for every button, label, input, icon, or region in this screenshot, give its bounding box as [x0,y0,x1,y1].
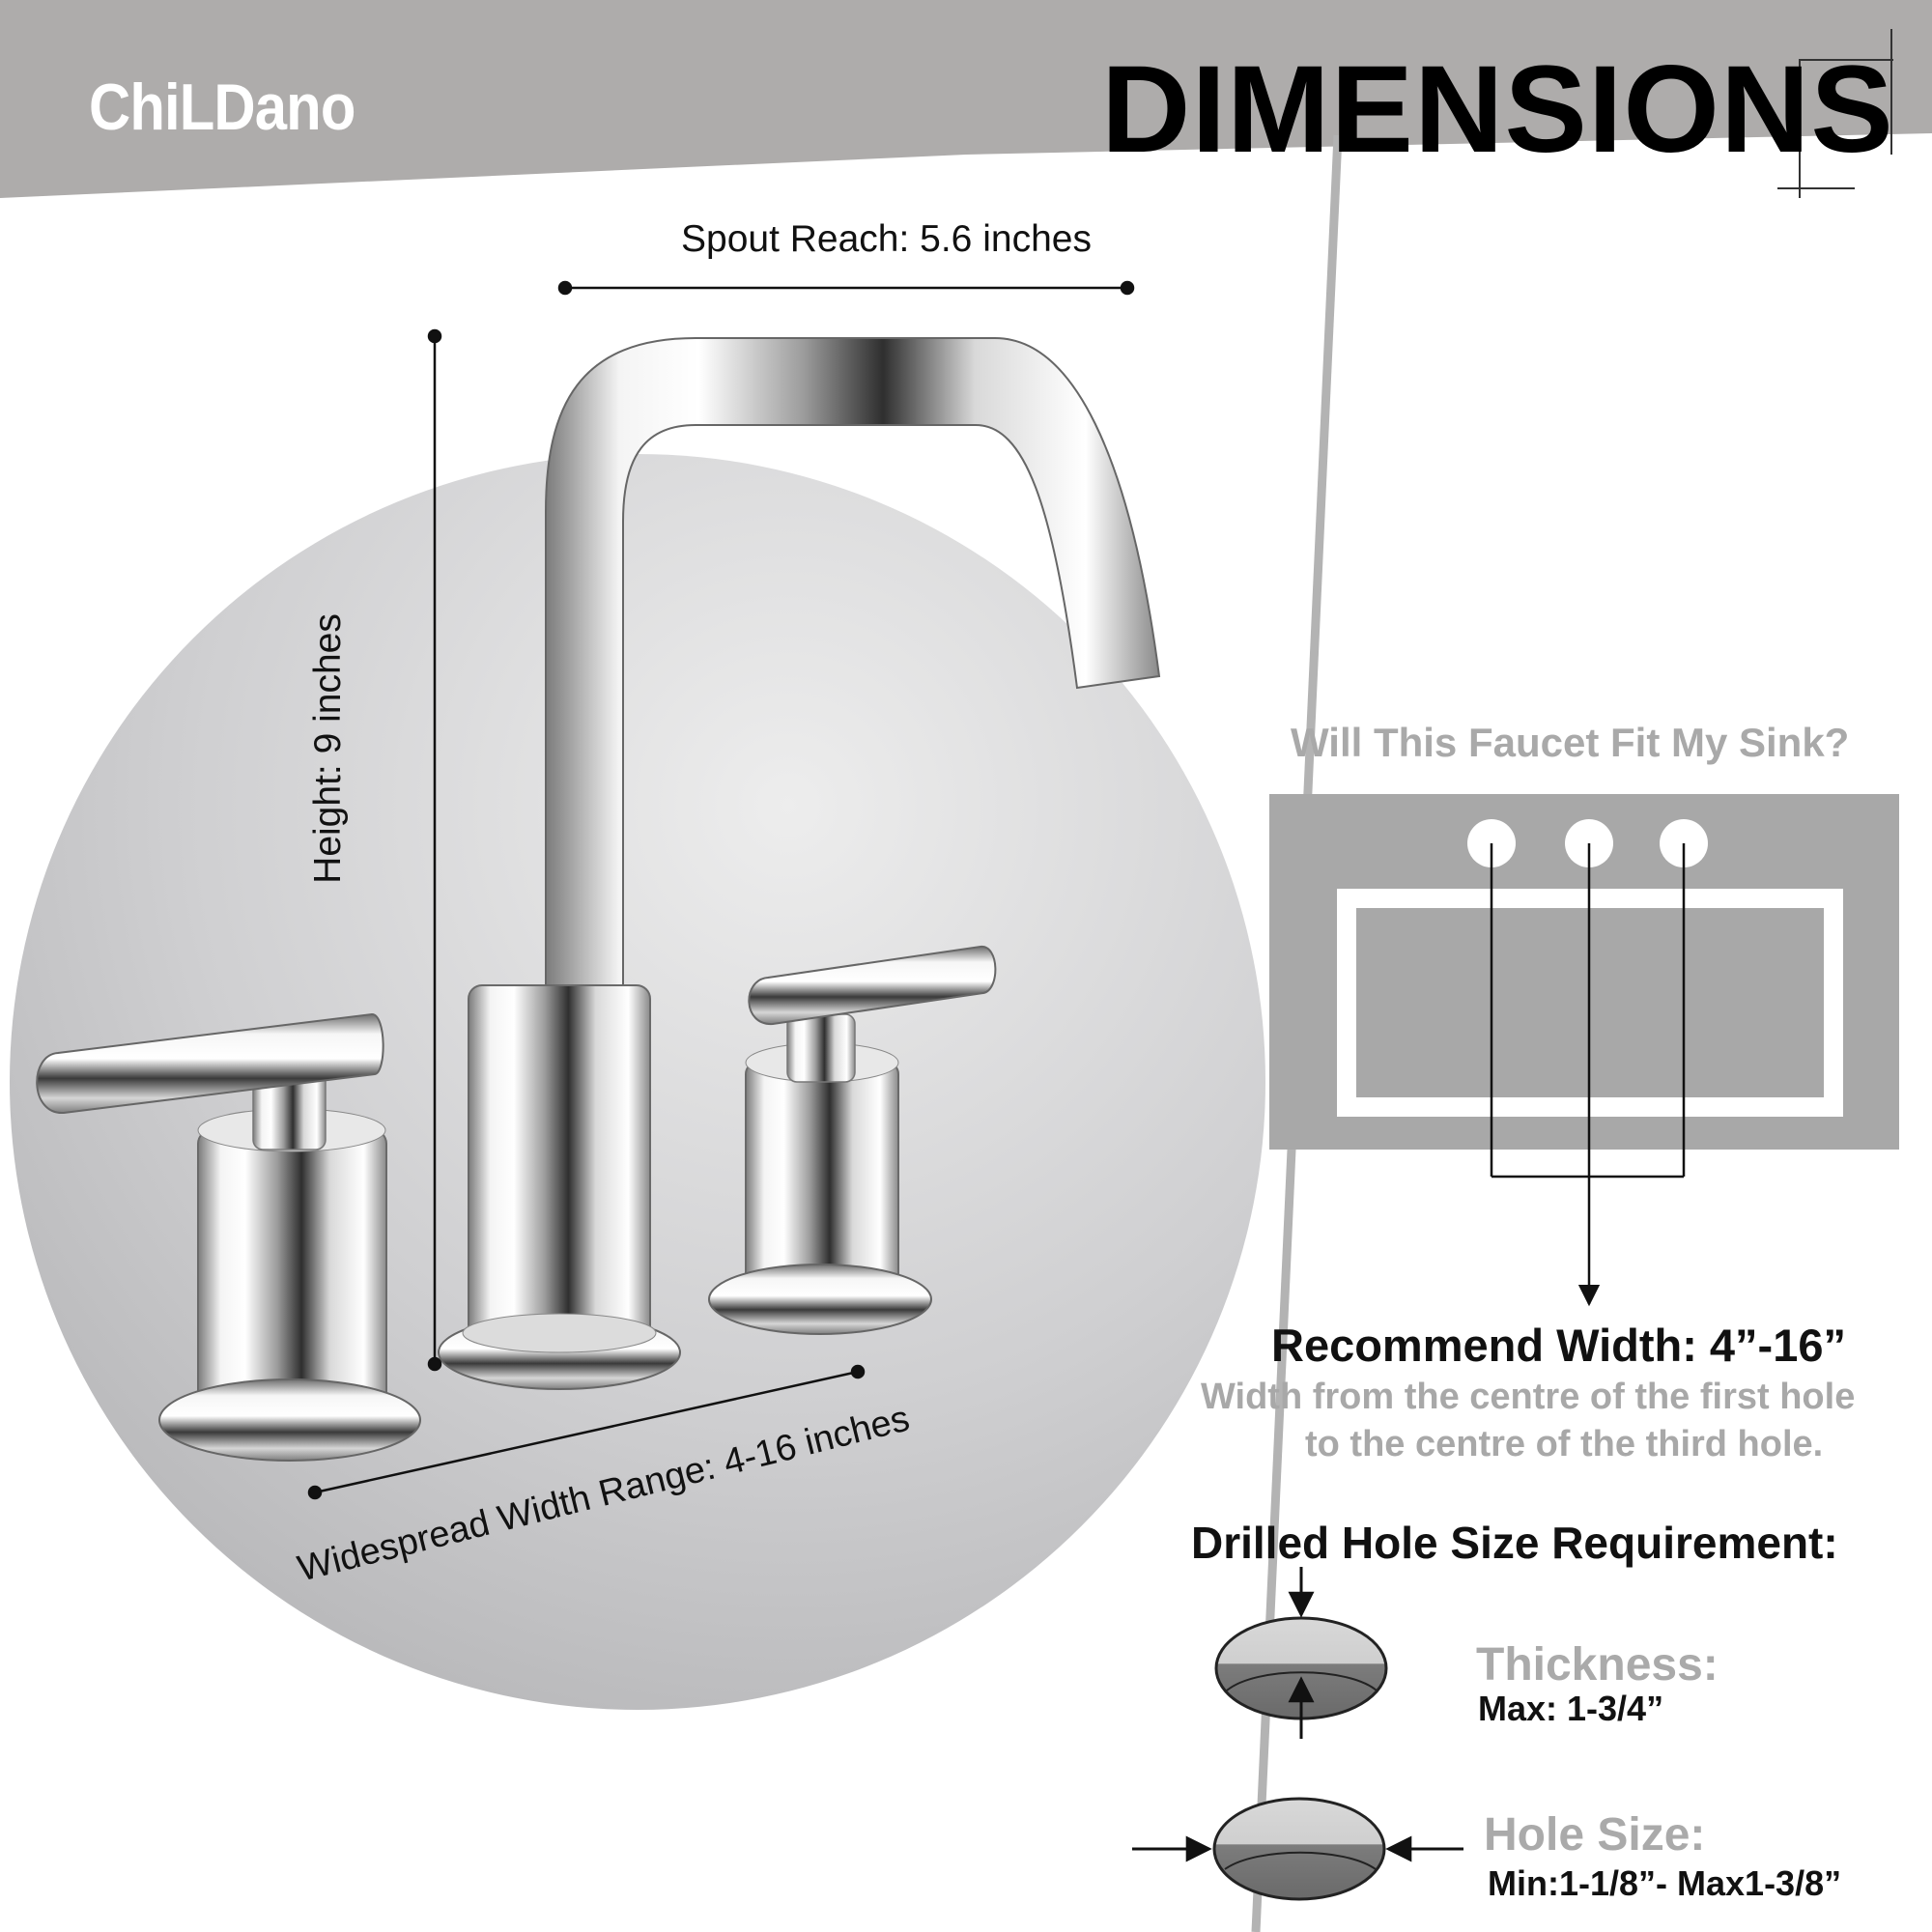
left-handle [36,1012,421,1462]
hole-size-value: Min:1-1/8”- Max1-3/8” [1488,1863,1842,1903]
hole-size-diagram [1132,1797,1463,1901]
thickness-value: Max: 1-3/4” [1478,1689,1664,1728]
right-handle [708,945,997,1335]
height-label: Height: 9 inches [307,613,349,884]
sink-diagram [1269,794,1899,1307]
top-banner [0,0,1932,198]
fit-question: Will This Faucet Fit My Sink? [1291,720,1850,765]
title-corner-guide [1777,29,1893,198]
page-title: DIMENSIONS [1101,41,1894,179]
brand-logo: ChiLDano [89,71,355,144]
width-note-line2: to the centre of the third hole. [1305,1424,1824,1464]
drilled-hole-heading: Drilled Hole Size Requirement: [1191,1518,1838,1568]
dimension-lines [307,280,1135,1500]
width-note-line1: Width from the centre of the first hole [1201,1377,1856,1417]
spout-reach-label: Spout Reach: 5.6 inches [681,218,1092,260]
faucet-spout [438,337,1161,1390]
thickness-title: Thickness: [1476,1639,1719,1690]
hole-size-title: Hole Size: [1484,1809,1706,1861]
recommend-width: Recommend Width: 4”-16” [1271,1320,1846,1371]
thickness-diagram [1214,1567,1388,1739]
